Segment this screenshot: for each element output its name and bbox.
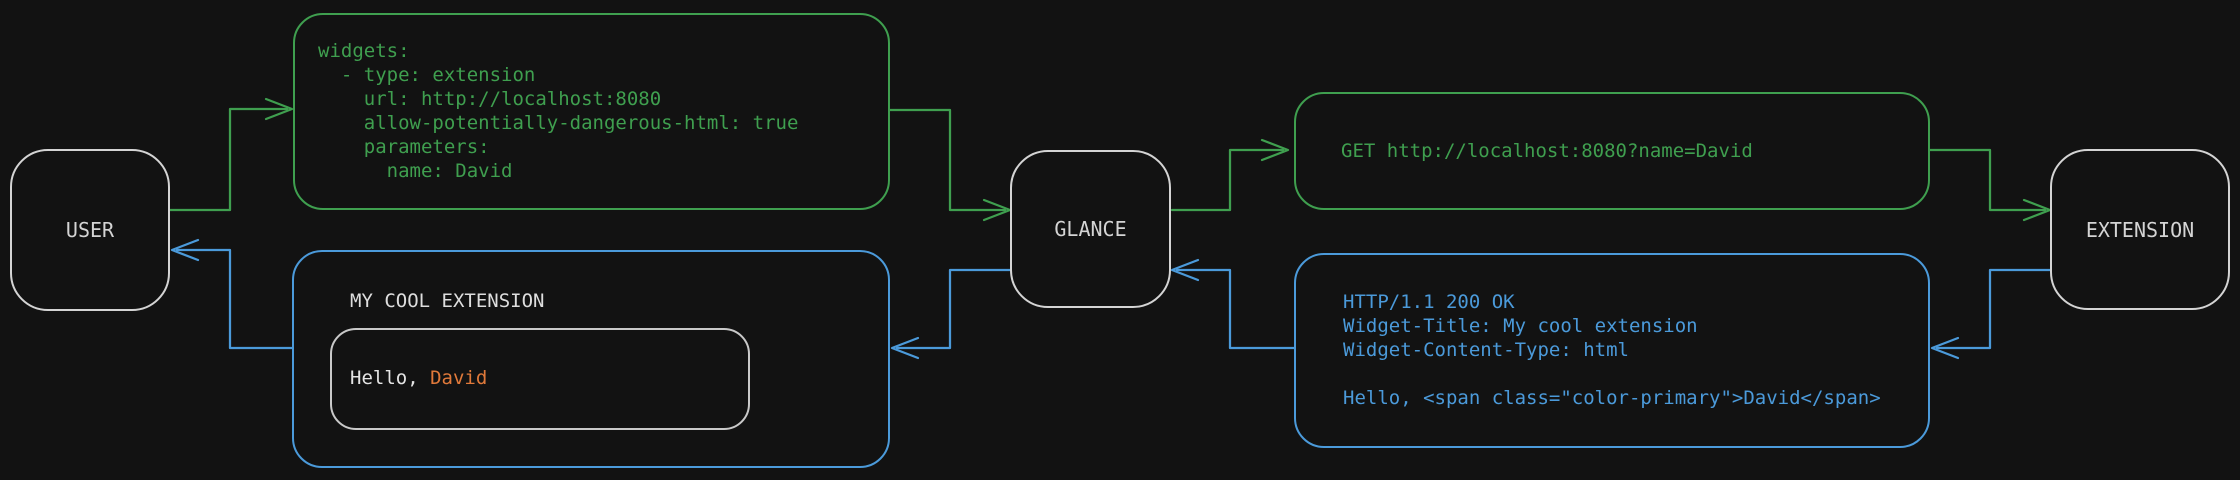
arrow-config-to-glance <box>888 108 1007 212</box>
arrow-glance-to-request-head <box>1260 138 1290 162</box>
arrow-user-to-config <box>168 107 289 212</box>
user-node: USER <box>10 149 170 311</box>
extension-node-label: EXTENSION <box>2085 217 2195 242</box>
glance-node-label: GLANCE <box>1054 217 1127 241</box>
request-flow-green <box>168 97 2052 222</box>
http-request-box <box>1294 92 1930 210</box>
arrow-widget-to-user <box>175 248 294 350</box>
widget-inner-box <box>330 328 750 430</box>
glance-node: GLANCE <box>1010 150 1171 308</box>
response-flow-blue <box>170 238 2052 360</box>
arrow-glance-to-request <box>1170 148 1285 212</box>
greeting-prefix: Hello, <box>350 367 431 389</box>
widget-greeting: Hello, David <box>350 366 487 390</box>
user-node-label: USER <box>65 218 115 242</box>
arrow-response-to-glance-head <box>1170 258 1200 282</box>
config-yaml-code: widgets: - type: extension url: http://l… <box>318 40 799 182</box>
config-yaml-box <box>293 13 890 210</box>
arrow-extension-to-response <box>1935 268 2052 350</box>
extension-node: EXTENSION <box>2050 149 2230 310</box>
arrow-user-to-config-head <box>264 97 294 121</box>
greeting-name: David <box>430 367 488 389</box>
http-request-code: GET http://localhost:8080?name=David <box>1341 140 1753 162</box>
widget-preview-title: MY COOL EXTENSION <box>350 290 545 312</box>
http-response-box <box>1294 253 1930 448</box>
arrow-glance-to-widget <box>895 268 1012 350</box>
arrow-widget-to-user-head <box>170 238 200 262</box>
arrow-extension-to-response-head <box>1930 336 1960 360</box>
http-response-code: HTTP/1.1 200 OK Widget-Title: My cool ex… <box>1343 291 1881 409</box>
arrow-response-to-glance <box>1175 268 1296 350</box>
arrow-glance-to-widget-head <box>890 336 920 360</box>
arrow-request-to-extension <box>1928 148 2047 212</box>
